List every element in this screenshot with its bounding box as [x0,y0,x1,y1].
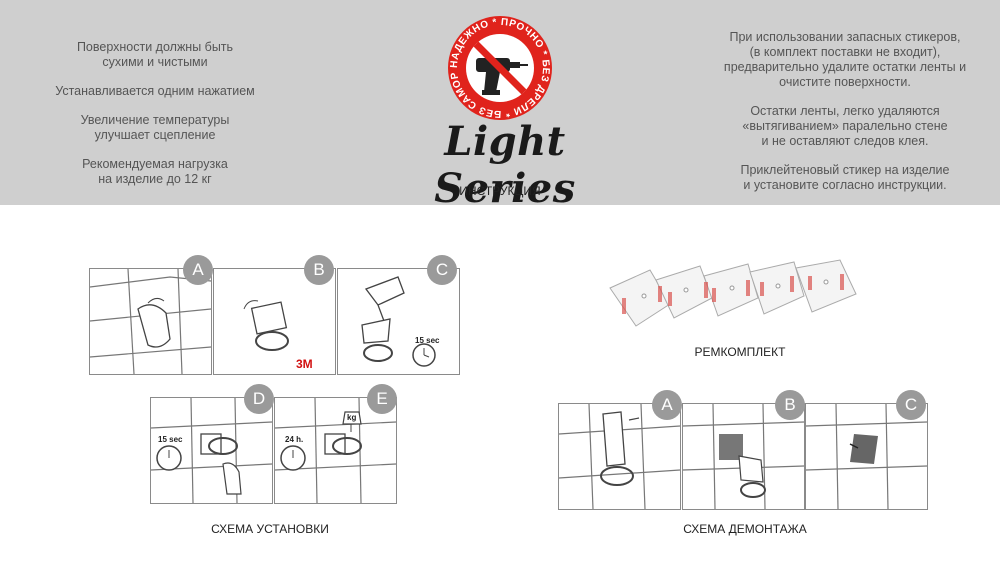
weight-kg-label: kg [347,413,357,422]
install-step-d-panel [150,397,273,504]
repair-kit-stickers-image [600,258,880,338]
install-step-c-timer-label: 15 sec [415,336,440,345]
right-info-column: При использовании запасных стикеров,(в к… [705,30,985,207]
install-step-d-timer-label: 15 sec [158,435,183,444]
install-step-e-timer-label: 24 h. [285,435,304,444]
removal-step-b-panel [682,403,805,510]
removal-step-c-badge: C [896,390,926,420]
3m-logo-icon: 3M [296,357,313,371]
repair-kit-caption: РЕМКОМПЛЕКТ [694,345,786,359]
install-step-a-badge: A [183,255,213,285]
removal-scheme-caption: СХЕМА ДЕМОНТАЖА [683,522,807,536]
removal-step-b-badge: B [775,390,805,420]
install-step-c-panel [337,268,460,375]
no-drill-logo-icon: НАДЕЖНО * ПРОЧНО * БЕЗ ДРЕЛИ * БЕЗ САМОР… [442,6,554,122]
removal-step-a-badge: A [652,390,682,420]
left-info-2: Устанавливается одним нажатием [55,84,255,98]
install-step-d-badge: D [244,384,274,414]
install-step-e-badge: E [367,384,397,414]
install-step-a-panel [89,268,212,375]
install-step-b-badge: B [304,255,334,285]
instruction-title: ИНСТРУКЦИЯ [459,184,541,198]
removal-step-c-panel [805,403,928,510]
removal-step-a-panel [558,403,681,510]
brand-title: Light Series [434,118,576,212]
right-info-1: При использовании запасных стикеров,(в к… [723,30,967,89]
install-step-e-panel [274,397,397,504]
install-step-c-badge: C [427,255,457,285]
right-info-2: Остатки ленты, легко удаляются«вытягиван… [742,104,948,148]
install-step-b-panel [213,268,336,375]
install-scheme-caption: СХЕМА УСТАНОВКИ [211,522,329,536]
